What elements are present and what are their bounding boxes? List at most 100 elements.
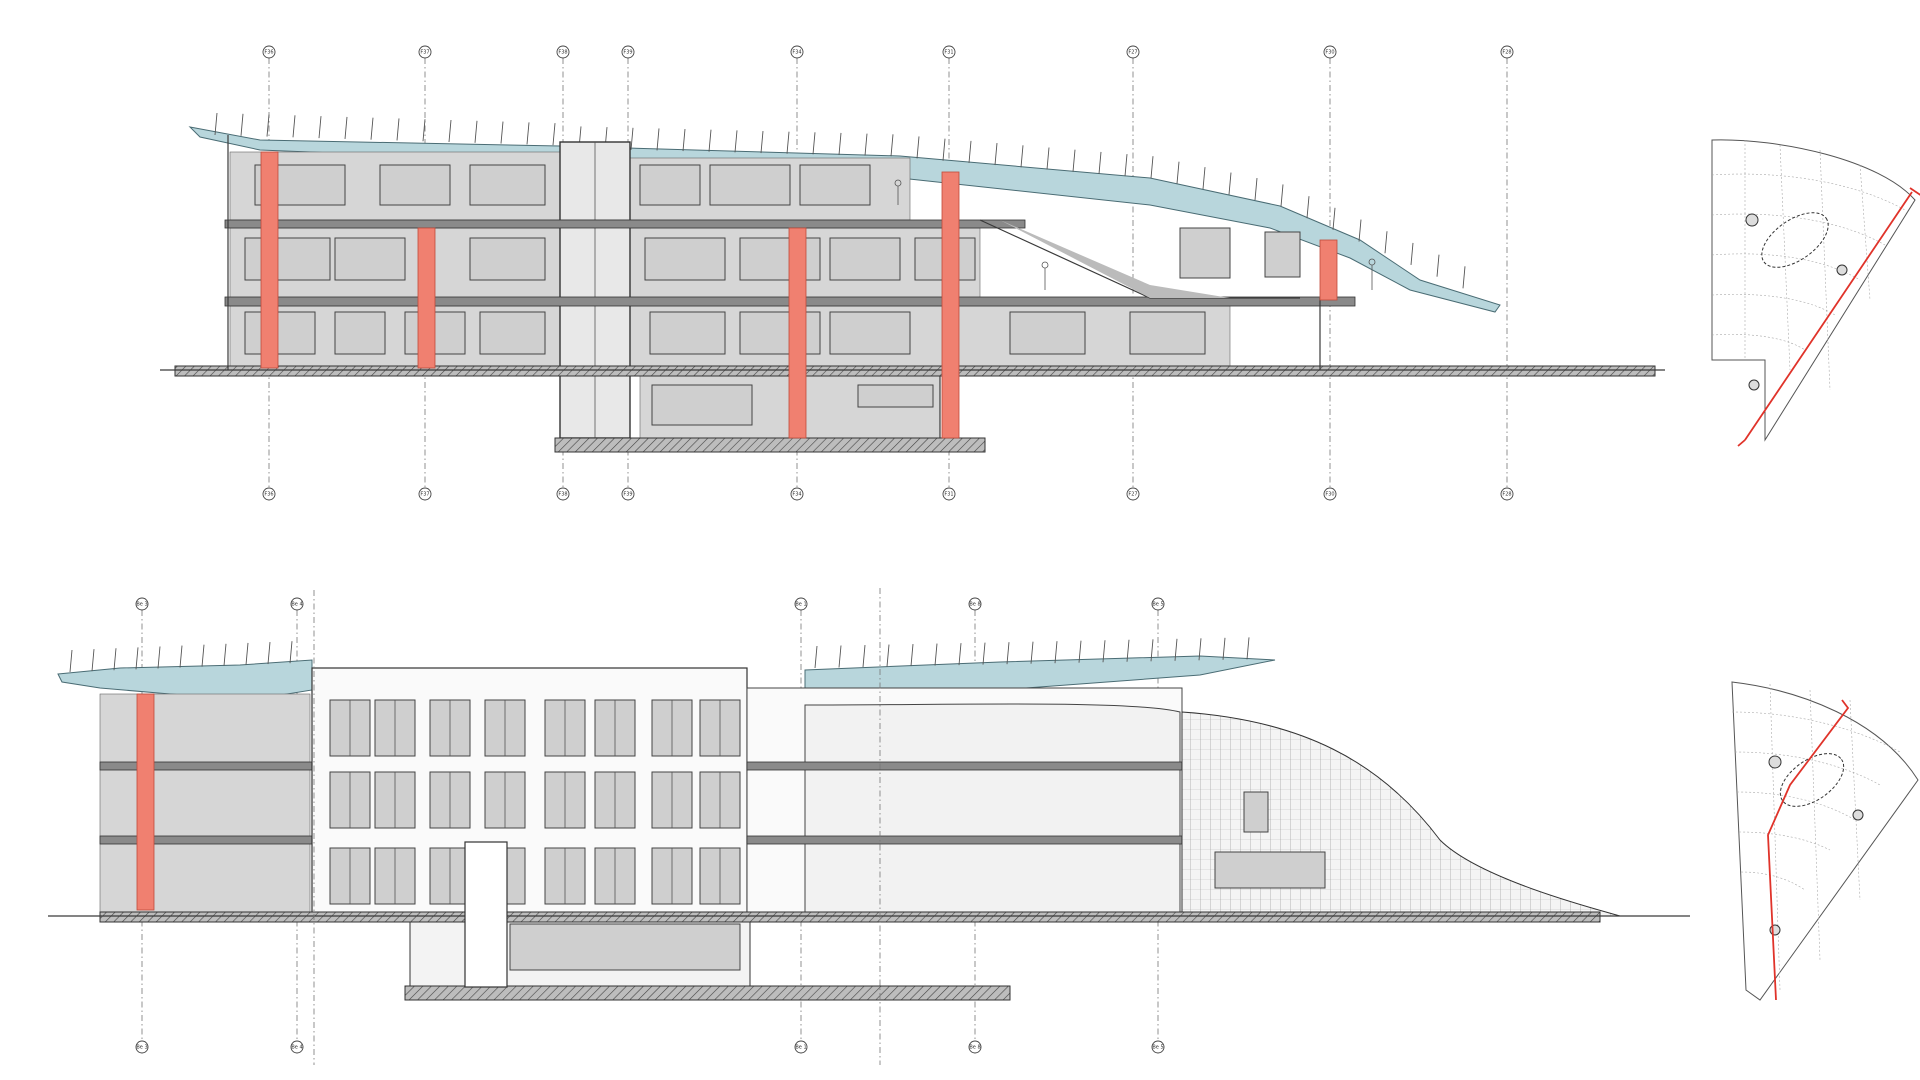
grid-bubble bbox=[262, 487, 276, 501]
roof-fin bbox=[1228, 172, 1232, 195]
roof-fin bbox=[267, 642, 271, 665]
roof-fin bbox=[1306, 196, 1310, 219]
grid-label: Be 1 bbox=[795, 1045, 806, 1051]
grid-label: Be 8 bbox=[969, 602, 980, 608]
roof-fin bbox=[157, 646, 161, 669]
basement-lower-slab bbox=[404, 985, 1011, 1001]
roof-fin bbox=[500, 121, 504, 144]
window bbox=[651, 384, 753, 426]
roof-fin bbox=[958, 643, 962, 666]
roof-fin bbox=[1020, 145, 1024, 168]
roof-fin bbox=[862, 644, 866, 668]
cladding-window-b bbox=[1243, 791, 1269, 833]
window bbox=[244, 311, 316, 355]
structural-columns-upper bbox=[260, 151, 1338, 439]
grid-bubble bbox=[790, 487, 804, 501]
roof-fin bbox=[886, 644, 890, 667]
grid-bubble bbox=[794, 1040, 808, 1054]
grid-label: Be 5 bbox=[1152, 1045, 1163, 1051]
grid-bubble bbox=[621, 487, 635, 501]
structural-column-lower bbox=[136, 693, 155, 911]
window bbox=[379, 164, 451, 206]
grid-bubble bbox=[290, 597, 304, 611]
window bbox=[639, 164, 701, 206]
roof-fin bbox=[1078, 640, 1082, 663]
roof-fin bbox=[1150, 639, 1154, 662]
basement-windows bbox=[509, 923, 741, 971]
window bbox=[244, 237, 331, 281]
grid-label: F30 bbox=[1325, 492, 1334, 498]
roof-fin bbox=[910, 644, 914, 667]
roof-fin bbox=[656, 128, 660, 151]
roof-fin bbox=[838, 132, 842, 156]
structural-column bbox=[260, 151, 279, 369]
window-large-gray bbox=[1179, 227, 1231, 279]
grid-bubble bbox=[1500, 45, 1514, 59]
roof-fin bbox=[1198, 638, 1202, 661]
window bbox=[1129, 311, 1206, 355]
roof-fin bbox=[1176, 161, 1180, 184]
window bbox=[479, 311, 546, 355]
grid-bubble bbox=[790, 45, 804, 59]
roof-fin bbox=[1124, 154, 1128, 177]
roof-fin bbox=[201, 644, 205, 667]
roof-fin bbox=[760, 130, 764, 154]
roof-fin bbox=[1126, 639, 1130, 662]
key-plan-lower bbox=[1731, 681, 1919, 1001]
window bbox=[829, 237, 901, 281]
roof-fin bbox=[344, 116, 348, 139]
roof-fin bbox=[370, 117, 374, 140]
window bbox=[334, 311, 386, 355]
roof-fin bbox=[1174, 638, 1178, 661]
grid-label: F31 bbox=[944, 492, 953, 498]
curved-roof-shell bbox=[804, 703, 1181, 917]
roof-fin bbox=[864, 133, 868, 156]
grid-label: F36 bbox=[264, 492, 273, 498]
roof-fin bbox=[1046, 147, 1050, 170]
roof-fin bbox=[526, 122, 530, 145]
left-wing-wall bbox=[99, 693, 311, 915]
grid-bubble bbox=[135, 1040, 149, 1054]
section-cut-line-upper bbox=[1737, 187, 1920, 447]
roof-fins-lower bbox=[69, 637, 1250, 673]
grid-label: F34 bbox=[792, 492, 801, 498]
roof-fin bbox=[214, 112, 218, 136]
roof-fin bbox=[1202, 167, 1206, 190]
structural-column bbox=[788, 227, 807, 439]
roof-fin bbox=[223, 643, 227, 666]
ground-slab-lower bbox=[99, 911, 1601, 923]
roof-fin bbox=[266, 114, 270, 137]
grid-label: F34 bbox=[792, 50, 801, 56]
roof-fin bbox=[708, 129, 712, 152]
roof-fin bbox=[179, 645, 183, 668]
right-wing-slab-2 bbox=[746, 835, 1183, 845]
roof-fin bbox=[1410, 242, 1414, 265]
grid-bubble bbox=[556, 487, 570, 501]
roof-fin bbox=[814, 645, 818, 669]
window bbox=[334, 237, 406, 281]
grid-bubble bbox=[418, 487, 432, 501]
roof-fin bbox=[69, 649, 73, 673]
grid-bubble bbox=[1500, 487, 1514, 501]
roof-fin bbox=[968, 140, 972, 163]
slab-level-3 bbox=[224, 219, 1026, 229]
roof-fin bbox=[1246, 637, 1250, 660]
roof-fin bbox=[1462, 266, 1466, 289]
grid-label: Be 3 bbox=[136, 602, 147, 608]
roof-fin bbox=[1222, 637, 1226, 660]
roof-fin bbox=[982, 642, 986, 665]
roof-fin bbox=[1102, 640, 1106, 663]
roof-fin bbox=[474, 120, 478, 143]
key-plan-upper bbox=[1711, 139, 1920, 447]
window bbox=[1009, 311, 1086, 355]
window bbox=[644, 237, 726, 281]
windows-central-block bbox=[329, 699, 741, 905]
roof-fin bbox=[240, 113, 244, 136]
grid-bubble bbox=[290, 1040, 304, 1054]
roof-fin bbox=[1436, 254, 1440, 277]
grid-bubble bbox=[942, 45, 956, 59]
structural-column bbox=[941, 171, 960, 439]
grid-bubble bbox=[968, 1040, 982, 1054]
roof-fin bbox=[1332, 207, 1336, 230]
